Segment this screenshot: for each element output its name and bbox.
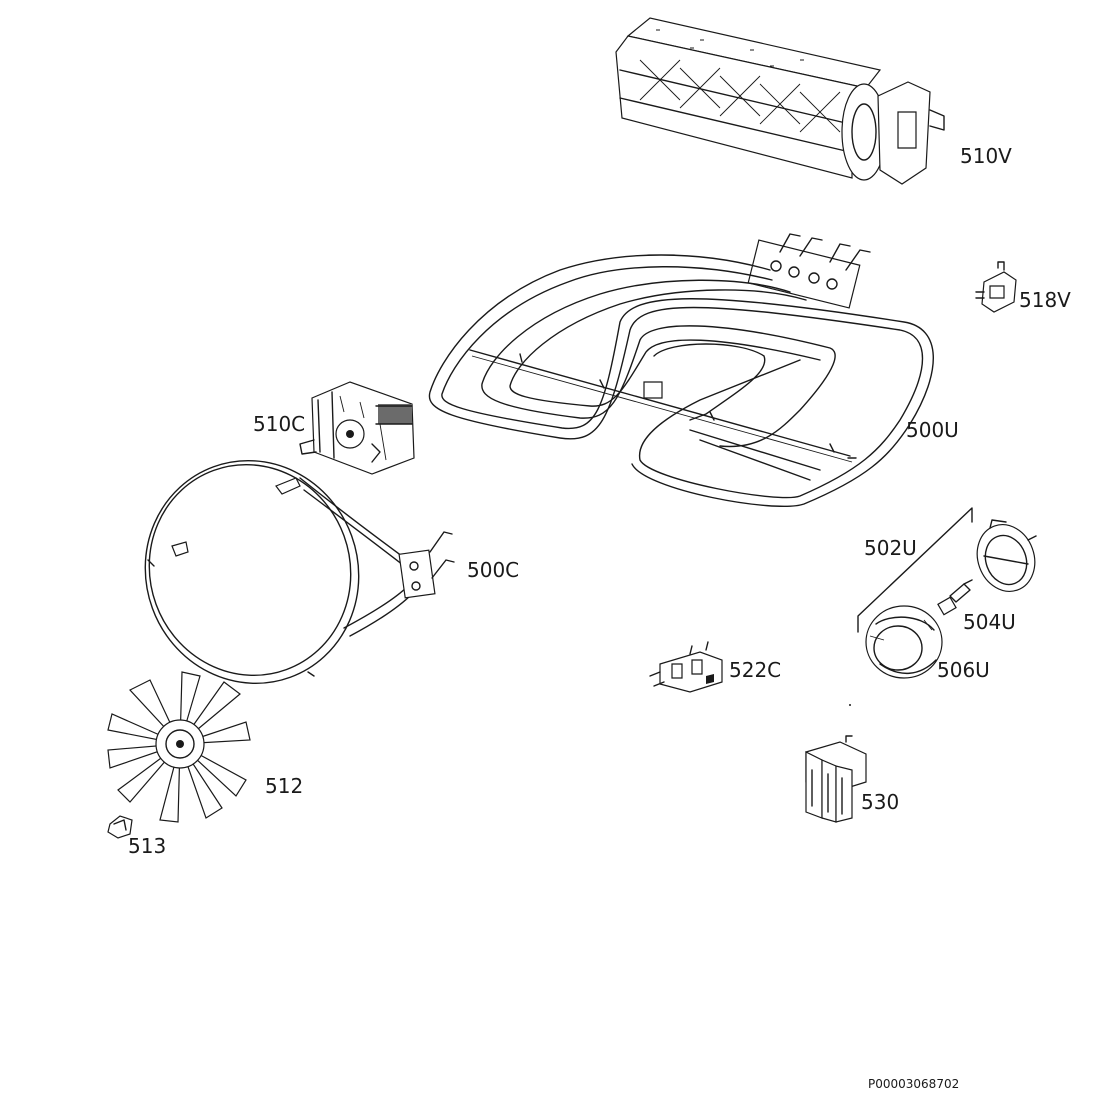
callout-500U: 500U <box>906 418 959 442</box>
part-510V-tangential-fan <box>616 18 944 184</box>
callout-512: 512 <box>265 774 304 798</box>
callout-518V: 518V <box>1019 288 1071 312</box>
callout-504U: 504U <box>963 610 1016 634</box>
part-513-nut <box>108 816 132 838</box>
part-500U-grill-element <box>429 234 933 506</box>
part-522C-terminal-block <box>650 642 722 692</box>
part-518V-switch <box>976 262 1016 312</box>
callout-506U: 506U <box>937 658 990 682</box>
callout-510C: 510C <box>253 412 306 436</box>
callout-530: 530 <box>861 790 900 814</box>
drawing-reference-code: P00003068702 <box>868 1077 960 1091</box>
callout-502U: 502U <box>864 536 917 560</box>
part-502U-lamp-holder <box>968 516 1044 599</box>
part-502U-lamp-assembly-leader <box>858 508 972 632</box>
part-506U-lamp-cover <box>866 606 942 678</box>
part-510C-fan-motor <box>300 382 414 474</box>
callout-513: 513 <box>128 834 167 858</box>
callout-510V: 510V <box>960 144 1012 168</box>
part-500C-circular-element <box>114 431 454 714</box>
part-504U-bulb <box>938 580 972 615</box>
part-512-fan-blade <box>108 672 250 822</box>
callout-500C: 500C <box>467 558 520 582</box>
part-530-switch-bracket <box>806 736 866 822</box>
stray-mark <box>849 704 851 706</box>
callout-522C: 522C <box>729 658 782 682</box>
